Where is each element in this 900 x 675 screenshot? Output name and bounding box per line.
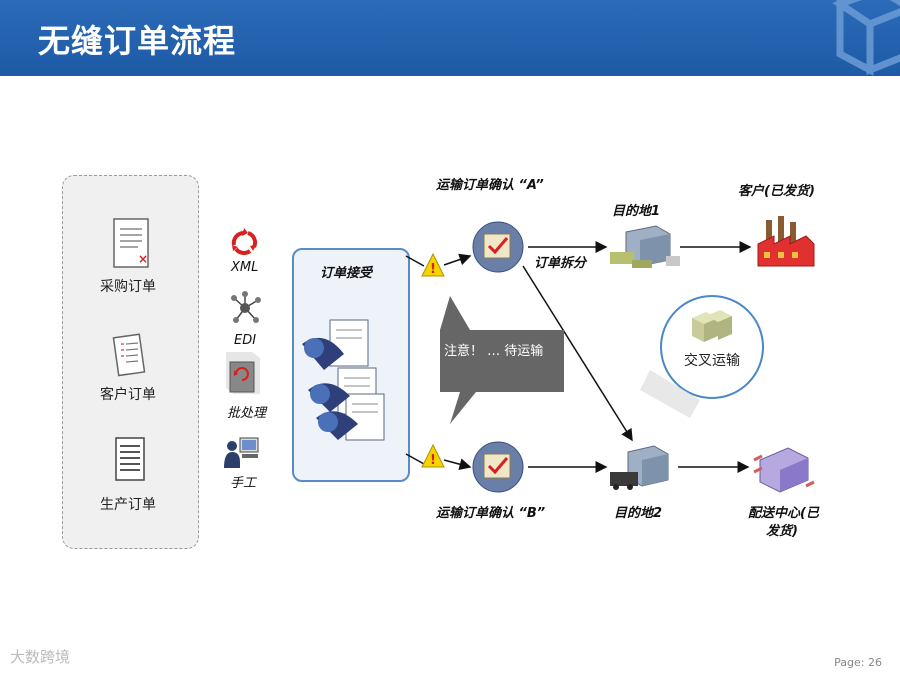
confirm-b-check-icon — [472, 441, 524, 493]
customer-label: 客户(已发货) — [738, 184, 815, 199]
svg-text:!: ! — [430, 453, 436, 468]
callout-bubble — [440, 296, 564, 424]
header-bar: 无缝订单流程 — [0, 0, 900, 76]
order-acceptance-label: 订单接受 — [320, 266, 373, 281]
customer-factory-icon — [757, 216, 815, 267]
destination-2-label: 目的地2 — [614, 506, 663, 521]
edi-label: EDI — [234, 333, 257, 348]
warehouse-2-icon — [610, 445, 669, 490]
page-title: 无缝订单流程 — [38, 22, 237, 60]
cube-logo-icon — [832, 0, 900, 76]
svg-text:!: ! — [430, 262, 436, 277]
batch-label: 批处理 — [227, 406, 267, 421]
distribution-center-icon — [753, 447, 815, 493]
shadow-decoration — [640, 370, 700, 418]
order-acceptance-box — [292, 248, 410, 482]
production-order-icon — [115, 437, 145, 481]
watermark-text: 大数跨境 — [10, 648, 71, 666]
confirm-a-check-icon — [472, 221, 524, 273]
distribution-center-label-1: 配送中心(已 — [748, 506, 819, 521]
warning-b-icon: ! — [421, 443, 445, 468]
manual-user-icon — [224, 437, 259, 468]
svg-text:×: × — [138, 252, 148, 266]
customer-order-label: 客户订单 — [100, 387, 156, 403]
cross-docking-boxes-icon — [692, 310, 732, 342]
distribution-center-label-2: 发货) — [766, 524, 798, 539]
warning-a-icon: ! — [421, 252, 445, 277]
xml-recycle-icon — [231, 228, 258, 255]
manual-label: 手工 — [230, 476, 257, 491]
order-handoff-icon — [302, 319, 385, 441]
confirm-a-label: 运输订单确认 “A” — [436, 178, 544, 193]
confirm-b-label: 运输订单确认 “B” — [436, 506, 546, 521]
batch-server-icon — [226, 352, 260, 394]
cross-docking-circle — [660, 295, 764, 399]
purchase-order-icon: × — [113, 218, 149, 268]
production-order-label: 生产订单 — [100, 497, 156, 513]
callout-text: 注意！ … 待运输 — [444, 344, 544, 359]
page-number: Page: 26 — [834, 656, 882, 669]
destination-1-label: 目的地1 — [612, 204, 661, 219]
edi-network-icon — [231, 291, 261, 323]
warehouse-1-icon — [610, 225, 680, 268]
cross-docking-label: 交叉运输 — [684, 353, 740, 369]
xml-label: XML — [231, 260, 259, 275]
order-split-label: 订单拆分 — [534, 256, 587, 271]
purchase-order-label: 采购订单 — [100, 279, 156, 295]
customer-order-icon — [112, 333, 146, 377]
